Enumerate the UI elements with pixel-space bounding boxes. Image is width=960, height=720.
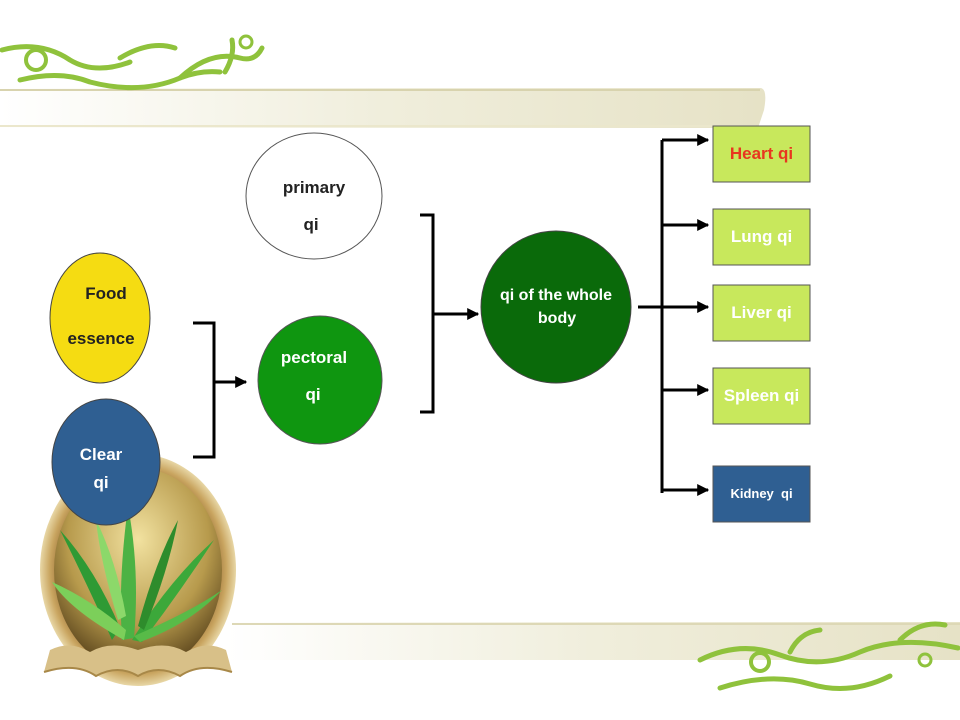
pectoral-qi-node: [257, 315, 383, 445]
heart-qi-box: [712, 125, 811, 183]
whole-body-qi-label-1: qi of the whole: [500, 287, 612, 304]
primary-qi-node: [245, 132, 383, 260]
liver-qi-box: [712, 284, 811, 342]
food-essence-node: [49, 252, 151, 384]
whole-body-qi-node: [480, 230, 632, 384]
input-bracket: [193, 321, 216, 459]
pectoral-qi-label-2: qi: [305, 385, 321, 404]
food-essence-label-1: Food: [85, 284, 127, 303]
heart-qi-label: Heart qi: [729, 144, 794, 163]
plant-leaves: [52, 506, 222, 642]
bottom-vine-ornament: [697, 621, 960, 691]
spleen-qi-label: Spleen qi: [723, 386, 800, 405]
clear-qi-node: [51, 398, 161, 526]
top-banner: [0, 88, 766, 128]
spleen-qi-box: [712, 367, 811, 425]
clear-qi-label-2: qi: [93, 473, 109, 492]
kidney-qi-box: [712, 465, 811, 523]
lung-qi-label: Lung qi: [730, 227, 793, 246]
liver-qi-label: Liver qi: [731, 303, 792, 322]
primary-qi-label-1: primary: [282, 178, 346, 197]
pectoral-qi-label-1: pectoral: [280, 348, 348, 367]
connectors: [193, 134, 710, 496]
top-vine-ornament: [0, 34, 265, 91]
qi-bracket: [420, 213, 435, 414]
kidney-qi-label: Kidney qi: [730, 486, 793, 501]
lung-qi-box: [712, 208, 811, 266]
food-essence-label-2: essence: [67, 329, 135, 348]
primary-qi-label-2: qi: [303, 215, 319, 234]
bottom-banner: [226, 622, 960, 660]
clear-qi-label-1: Clear: [79, 445, 123, 464]
whole-body-qi-label-2: body: [537, 310, 577, 327]
